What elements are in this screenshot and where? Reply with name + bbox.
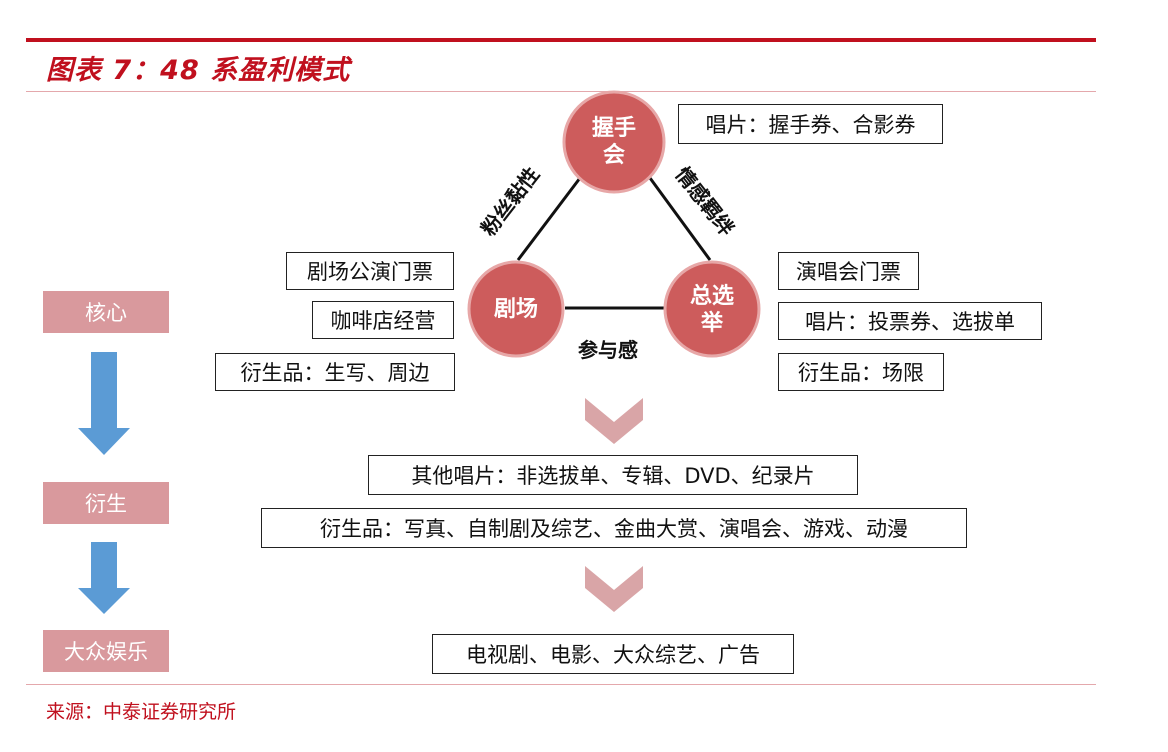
- handshake-records-box: 唱片：握手券、合影券: [678, 104, 943, 144]
- edge-line-right: [648, 177, 712, 261]
- other-records-box: 其他唱片：非选拔单、专辑、DVD、纪录片: [368, 455, 858, 495]
- figure-title: 图表 7：48 系盈利模式: [46, 55, 351, 86]
- node-theater-circle: [467, 260, 565, 358]
- node-handshake-label: 握手 会: [591, 116, 636, 168]
- down-arrow-1: [78, 352, 130, 455]
- edge-label-participation: 参与感: [578, 338, 638, 362]
- source-note: 来源：中泰证券研究所: [46, 701, 237, 723]
- cafe-box: 咖啡店经营: [312, 301, 454, 339]
- vote-records-box: 唱片：投票券、选拔单: [778, 302, 1042, 340]
- derivatives-media-box: 衍生品：写真、自制剧及综艺、金曲大赏、演唱会、游戏、动漫: [261, 508, 967, 548]
- concert-tickets-box: 演唱会门票: [778, 252, 919, 290]
- mass-media-box: 电视剧、电影、大众综艺、广告: [432, 634, 794, 674]
- derivatives-limited-box: 衍生品：场限: [778, 353, 944, 391]
- stage-mass-entertainment: 大众娱乐: [43, 630, 169, 672]
- node-election-label: 总选 举: [689, 284, 734, 336]
- derivatives-photo-box: 衍生品：生写、周边: [215, 353, 455, 391]
- footer-divider: [26, 684, 1096, 685]
- title-divider: [26, 91, 1096, 92]
- stage-derivative: 衍生: [43, 482, 169, 524]
- stage-core: 核心: [43, 291, 169, 333]
- chevron-arrow-2: [585, 566, 643, 612]
- node-theater-label: 剧场: [493, 296, 538, 322]
- top-rule: [26, 38, 1096, 42]
- edge-line-left: [516, 177, 582, 261]
- node-election-circle: [663, 260, 761, 358]
- chevron-arrow-1: [585, 398, 643, 444]
- node-handshake-circle: [562, 90, 666, 194]
- down-arrow-2: [78, 542, 130, 614]
- theater-tickets-box: 剧场公演门票: [286, 252, 454, 290]
